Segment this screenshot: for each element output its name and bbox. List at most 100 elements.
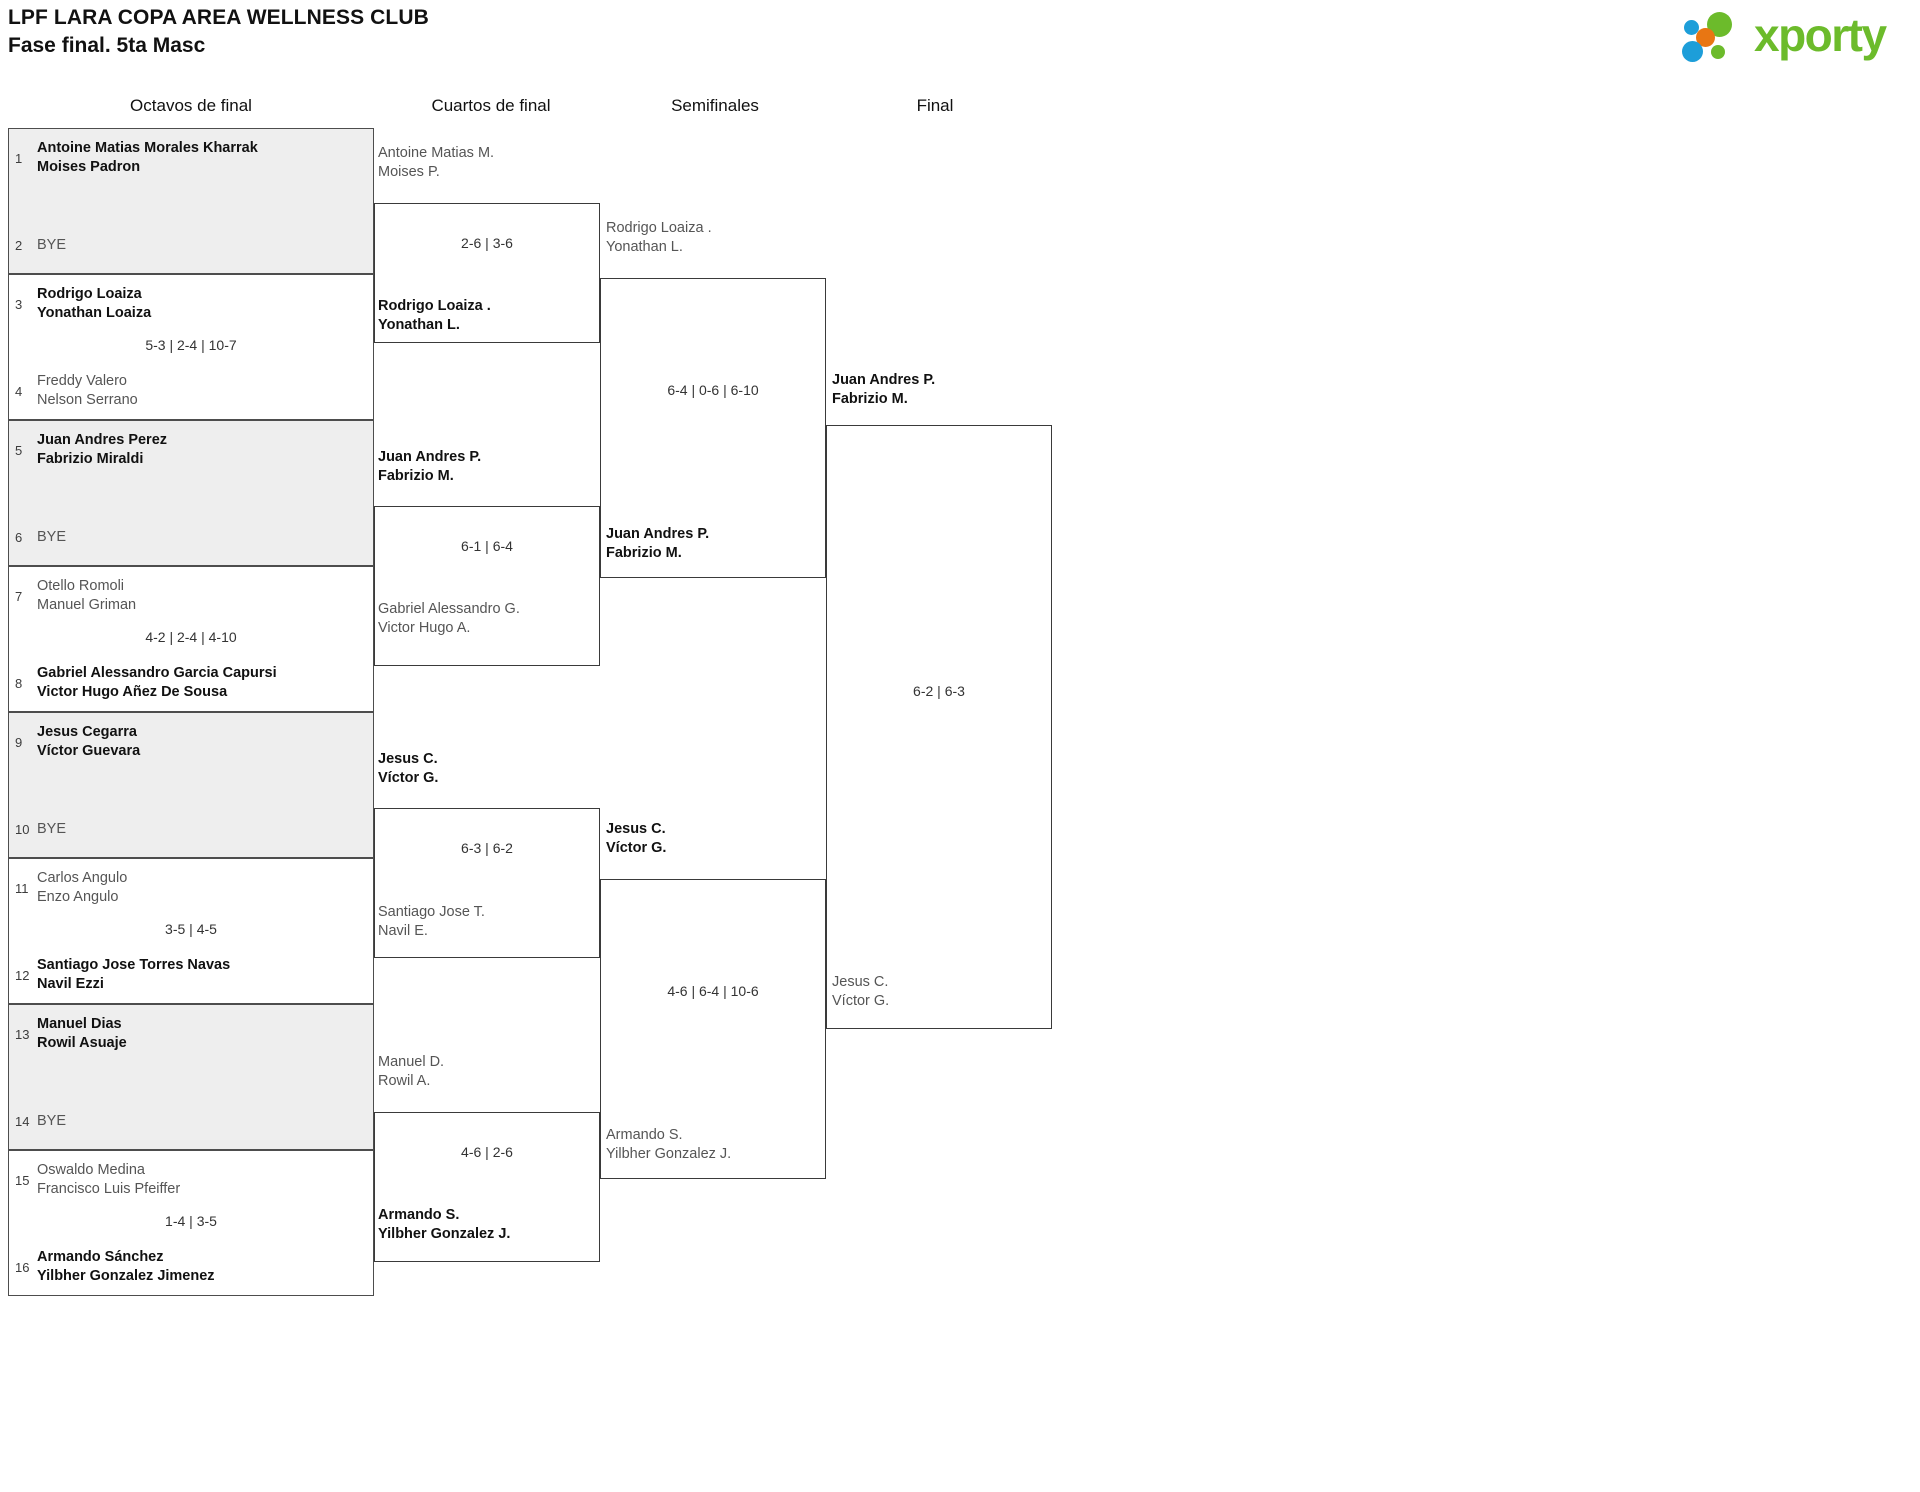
r1-slot-14[interactable]: 14 BYE [9,1110,373,1132]
r4-score-1: 6-2 | 6-3 [913,683,965,699]
r3-box-1[interactable] [600,278,826,578]
player-name-line-1: Jesus C. [606,821,666,837]
r1-slot-15[interactable]: 15 Oswaldo Medina Francisco Luis Pfeiffe… [9,1159,373,1201]
seed-number: 5 [15,442,23,458]
player-name-line-1: Manuel D. [378,1054,445,1070]
r2-entrant-2-bottom[interactable]: Gabriel Alessandro G. Victor Hugo A. [378,600,520,638]
player-names: Antoine Matias Morales Kharrak Moises Pa… [37,139,373,177]
r3-entrant-2-top[interactable]: Jesus C. Víctor G. [606,820,666,858]
tournament-title: LPF LARA COPA AREA WELLNESS CLUB [8,6,429,29]
player-name-line-2: Enzo Angulo [37,889,119,905]
player-name-line-1: Juan Andres P. [832,372,936,388]
player-name-line-2: Víctor G. [606,840,667,856]
seed-number: 8 [15,675,23,691]
player-name-line-1: Armando S. [606,1127,683,1143]
r3-score-1: 6-4 | 0-6 | 6-10 [667,382,759,398]
player-name-line-1: Jesus C. [832,974,889,990]
player-name-line-1: Otello Romoli [37,578,125,594]
player-names: Otello Romoli Manuel Griman [37,577,373,615]
player-names: Armando Sánchez Yilbher Gonzalez Jimenez [37,1248,373,1286]
r2-box-1[interactable] [374,203,600,343]
seed-number: 12 [15,967,30,983]
player-name-line-1: Rodrigo Loaiza . [378,298,491,314]
r1-match-4[interactable]: 7 Otello Romoli Manuel Griman 4-2 | 2-4 … [8,566,374,712]
r1-slot-13[interactable]: 13 Manuel Dias Rowil Asuaje [9,1013,373,1055]
player-name-line-1: Armando Sánchez [37,1249,164,1265]
seed-number: 11 [15,880,29,896]
r2-box-4[interactable] [374,1112,600,1262]
r1-match-7[interactable]: 13 Manuel Dias Rowil Asuaje 14 BYE [8,1004,374,1150]
r1-slot-8[interactable]: 8 Gabriel Alessandro Garcia Capursi Vict… [9,662,373,704]
bye-label: BYE [37,529,67,545]
player-name-line-2: Navil E. [378,923,428,939]
player-name-line-1: Manuel Dias [37,1016,122,1032]
xporty-logo[interactable]: xporty [1656,6,1906,68]
r2-box-3[interactable] [374,808,600,958]
r3-box-2[interactable] [600,879,826,1179]
r1-score-4: 4-2 | 2-4 | 4-10 [145,629,237,645]
r1-match-2[interactable]: 3 Rodrigo Loaiza Yonathan Loaiza 5-3 | 2… [8,274,374,420]
player-names: Oswaldo Medina Francisco Luis Pfeiffer [37,1161,373,1199]
r1-slot-2[interactable]: 2 BYE [9,234,373,256]
r1-slot-5[interactable]: 5 Juan Andres Perez Fabrizio Miraldi [9,429,373,471]
r1-match-5[interactable]: 9 Jesus Cegarra Víctor Guevara 10 BYE [8,712,374,858]
r2-entrant-1-bottom[interactable]: Rodrigo Loaiza . Yonathan L. [378,297,491,335]
player-names: Freddy Valero Nelson Serrano [37,372,373,410]
r1-slot-4[interactable]: 4 Freddy Valero Nelson Serrano [9,370,373,412]
r1-score-8: 1-4 | 3-5 [165,1213,217,1229]
bye-label: BYE [37,821,67,837]
player-name-line-1: Freddy Valero [37,373,127,389]
player-name-line-1: Antoine Matias Morales Kharrak [37,140,258,156]
page-header: LPF LARA COPA AREA WELLNESS CLUB Fase fi… [8,4,1108,60]
r2-box-2[interactable] [374,506,600,666]
player-names: Rodrigo Loaiza Yonathan Loaiza [37,285,373,323]
player-name-line-1: Gabriel Alessandro Garcia Capursi [37,665,277,681]
r2-entrant-2-top[interactable]: Juan Andres P. Fabrizio M. [378,448,481,486]
r1-slot-3[interactable]: 3 Rodrigo Loaiza Yonathan Loaiza [9,283,373,325]
player-name-line-1: Gabriel Alessandro G. [378,601,520,617]
player-names: Gabriel Alessandro Garcia Capursi Victor… [37,664,373,702]
r2-entrant-4-bottom[interactable]: Armando S. Yilbher Gonzalez J. [378,1206,510,1244]
round-header-cuartos: Cuartos de final [431,96,551,115]
round-header-semifinales: Semifinales [671,96,759,115]
player-name-line-2: Fabrizio M. [606,545,682,561]
r4-box-1[interactable] [826,425,1052,1029]
r1-slot-1[interactable]: 1 Antoine Matias Morales Kharrak Moises … [9,137,373,179]
r1-slot-16[interactable]: 16 Armando Sánchez Yilbher Gonzalez Jime… [9,1246,373,1288]
r3-entrant-2-bottom[interactable]: Armando S. Yilbher Gonzalez J. [606,1126,731,1164]
r2-score-2: 6-1 | 6-4 [461,538,513,554]
r2-score-1: 2-6 | 3-6 [461,235,513,251]
seed-number: 6 [15,529,23,545]
r1-slot-6[interactable]: 6 BYE [9,526,373,548]
r4-entrant-top[interactable]: Juan Andres P. Fabrizio M. [832,371,935,409]
r2-entrant-3-top[interactable]: Jesus C. Víctor G. [378,750,438,788]
r2-entrant-4-top[interactable]: Manuel D. Rowil A. [378,1053,444,1091]
player-name-line-2: Fabrizio M. [832,391,908,407]
r1-match-8[interactable]: 15 Oswaldo Medina Francisco Luis Pfeiffe… [8,1150,374,1296]
r1-slot-9[interactable]: 9 Jesus Cegarra Víctor Guevara [9,721,373,763]
r1-match-1[interactable]: 1 Antoine Matias Morales Kharrak Moises … [8,128,374,274]
player-name-line-2: Moises Padron [37,159,141,175]
r1-slot-7[interactable]: 7 Otello Romoli Manuel Griman [9,575,373,617]
r1-slot-11[interactable]: 11 Carlos Angulo Enzo Angulo [9,867,373,909]
r4-entrant-bottom[interactable]: Jesus C. Víctor G. [832,973,889,1011]
player-name-line-1: Rodrigo Loaiza [37,286,142,302]
r1-slot-10[interactable]: 10 BYE [9,818,373,840]
player-name-line-1: Juan Andres P. [606,526,710,542]
logo-dot-orange [1696,28,1715,47]
player-names: Jesus Cegarra Víctor Guevara [37,723,373,761]
player-names: Manuel Dias Rowil Asuaje [37,1015,373,1053]
round-header-final: Final [916,96,954,115]
r1-match-3[interactable]: 5 Juan Andres Perez Fabrizio Miraldi 6 B… [8,420,374,566]
r3-entrant-1-top[interactable]: Rodrigo Loaiza . Yonathan L. [606,219,712,257]
r3-entrant-1-bottom[interactable]: Juan Andres P. Fabrizio M. [606,525,709,563]
player-name-line-1: Oswaldo Medina [37,1162,145,1178]
r1-score-2: 5-3 | 2-4 | 10-7 [145,337,237,353]
r2-entrant-1-top[interactable]: Antoine Matias M. Moises P. [378,144,494,182]
player-name-line-2: Manuel Griman [37,597,137,613]
r1-match-6[interactable]: 11 Carlos Angulo Enzo Angulo 3-5 | 4-5 1… [8,858,374,1004]
r1-slot-12[interactable]: 12 Santiago Jose Torres Navas Navil Ezzi [9,954,373,996]
r1-score-6: 3-5 | 4-5 [165,921,217,937]
r2-entrant-3-bottom[interactable]: Santiago Jose T. Navil E. [378,903,485,941]
logo-dot-blue-large [1682,41,1703,62]
